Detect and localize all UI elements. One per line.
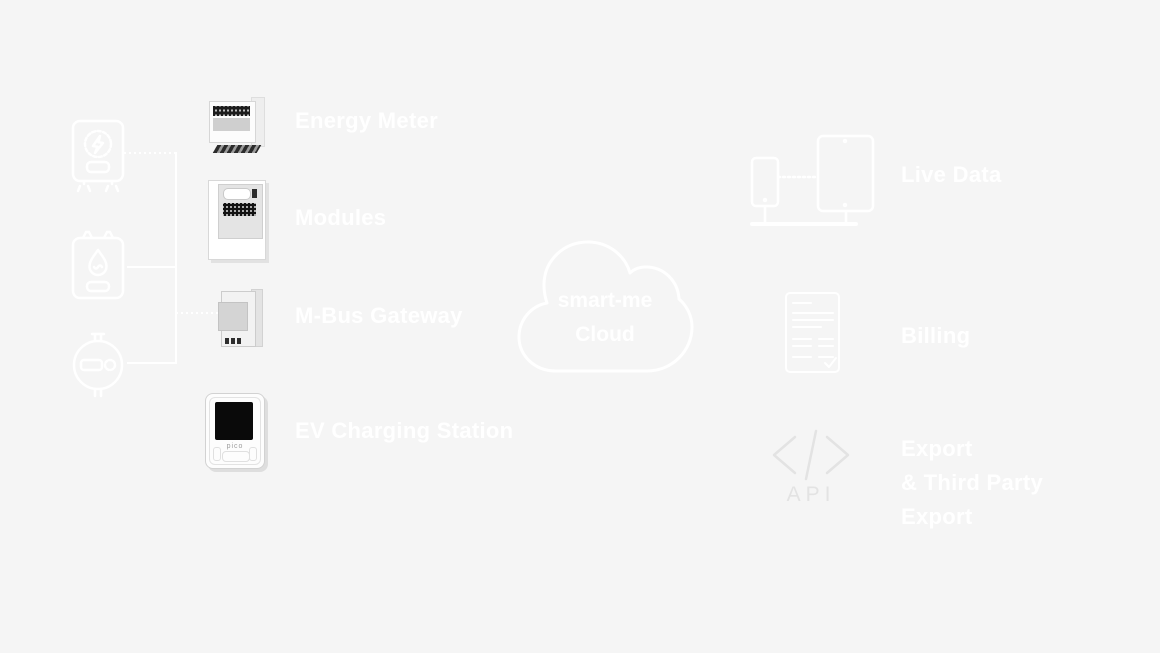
ev-charging-station-image-foot [222, 451, 250, 462]
export-label-line3: Export [901, 504, 973, 529]
api-code-icon: API [772, 429, 850, 506]
live-data-devices-icon [750, 134, 875, 226]
billing-label: Billing [901, 323, 971, 348]
mbus-gateway-label: M-Bus Gateway [295, 303, 463, 328]
cloud-label-line2: Cloud [575, 323, 635, 346]
smart-me-cloud: smart-me Cloud [516, 238, 694, 380]
export-label: Export & Third Party Export [901, 432, 1043, 534]
ev-charging-station-image-slot-right [249, 447, 257, 461]
cloud-label: smart-me Cloud [516, 284, 694, 352]
live-data-label: Live Data [901, 162, 1002, 187]
cloud-icon [517, 240, 694, 373]
api-caption-text: API [787, 483, 836, 506]
energy-meter-image-body [209, 101, 256, 143]
modules-image [208, 180, 266, 260]
energy-meter-image-pins [213, 106, 250, 116]
modules-image-chip [252, 189, 257, 198]
energy-meter-image-terminals [212, 145, 262, 153]
mbus-gateway-image-front [218, 302, 248, 331]
modules-image-display [223, 188, 251, 200]
electricity-meter-icon [71, 119, 125, 193]
modules-label: Modules [295, 205, 387, 230]
energy-meter-label: Energy Meter [295, 108, 438, 133]
export-label-line1: Export [901, 436, 973, 461]
billing-invoice-icon [785, 292, 840, 373]
water-meter-icon [72, 332, 124, 398]
modules-image-keypad [223, 203, 256, 216]
ev-charging-station-label: EV Charging Station [295, 418, 514, 443]
cloud-label-line1: smart-me [557, 289, 653, 312]
ev-charging-station-image-slot-left [213, 447, 221, 461]
energy-meter-image-panel [213, 118, 250, 131]
ev-charging-station-brand-text: pico [226, 443, 244, 450]
modules-image-panel [218, 184, 263, 239]
mbus-gateway-image-body [218, 291, 256, 347]
gas-meter-icon [71, 230, 125, 300]
ev-charging-station-image-screen [215, 402, 253, 440]
energy-meter-image [209, 95, 265, 153]
ev-charging-station-image: pico [205, 393, 265, 469]
export-label-line2: & Third Party [901, 470, 1044, 495]
mbus-gateway-image [218, 289, 263, 350]
mbus-gateway-image-terminals [225, 338, 243, 344]
ev-charging-station-image-frame [209, 397, 261, 465]
